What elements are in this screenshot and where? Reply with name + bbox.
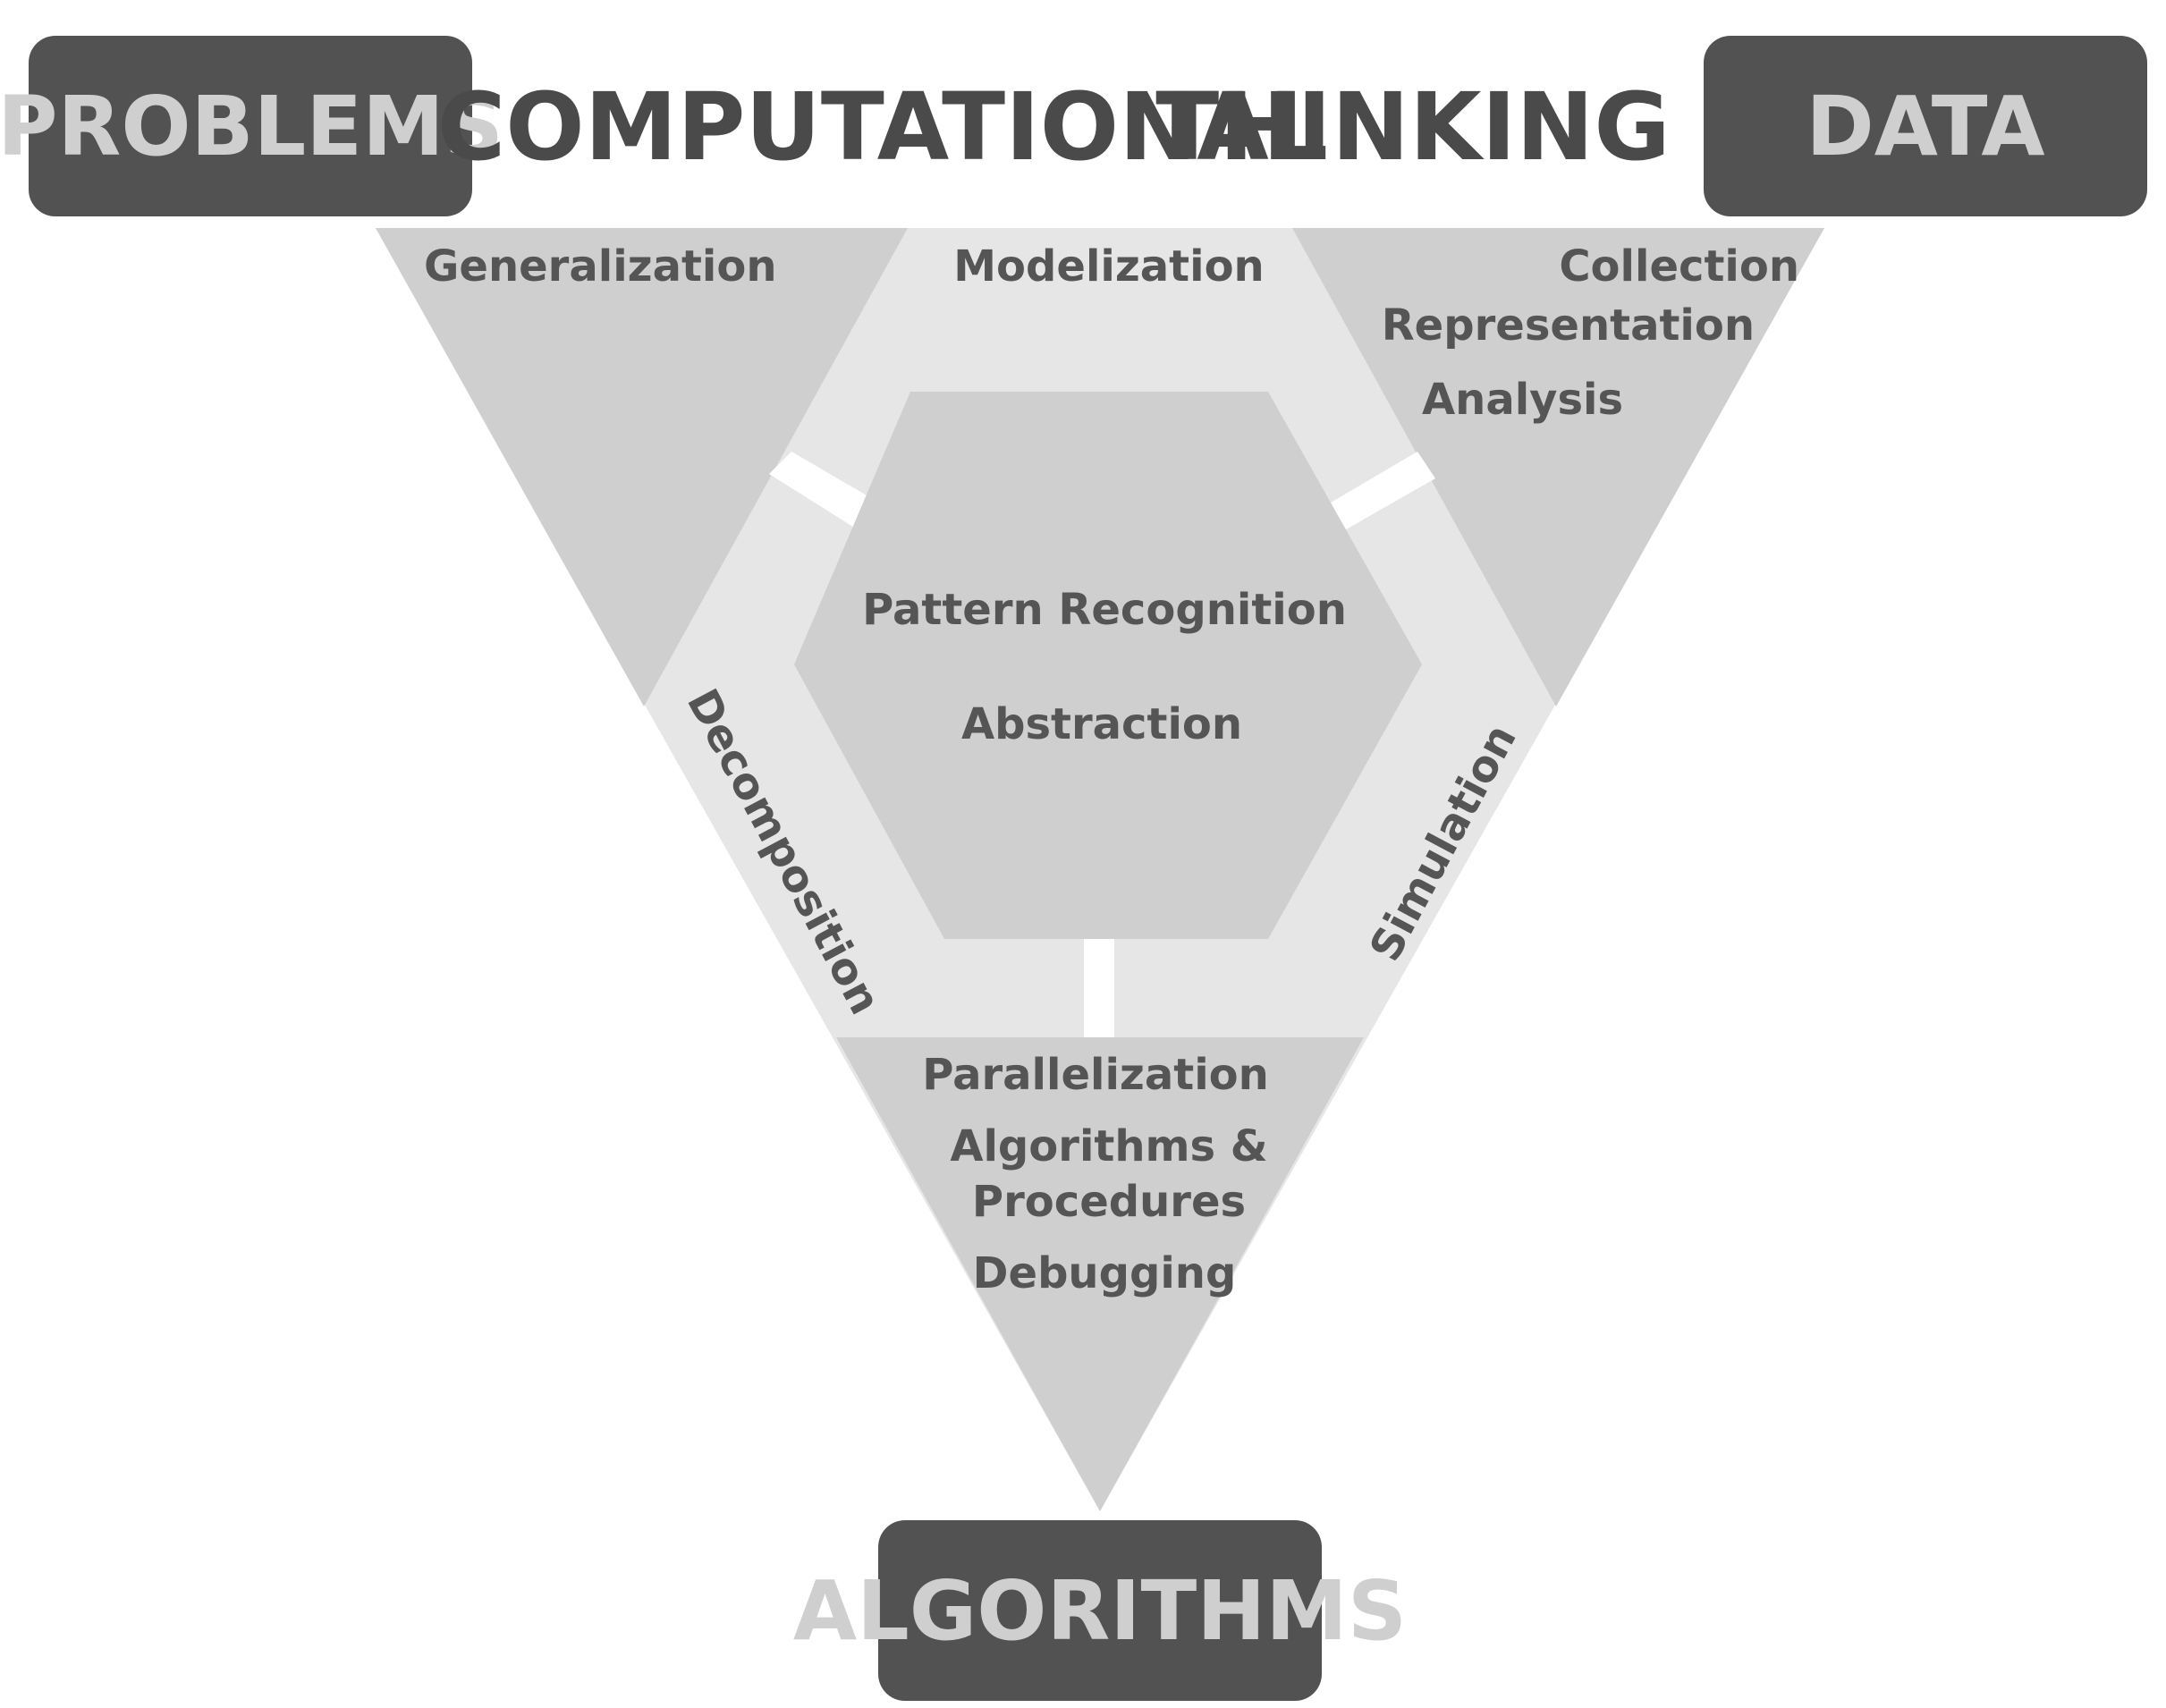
connector-right [1326,452,1435,532]
algorithms-box [878,1520,1322,1701]
data-label: DATA [1806,79,2044,174]
analysis-label: Analysis [1422,375,1623,425]
parallelization-label: Parallelization [922,1050,1269,1100]
algorithms-corner-region [836,1037,1364,1511]
abstraction-label: Abstraction [961,699,1242,749]
problems-corner-region [376,228,908,706]
algorithms-label: ALGORITHMS [793,1563,1407,1659]
debugging-label: Debugging [973,1248,1237,1298]
connector-bottom [1084,939,1114,1037]
modelization-label: Modelization [953,241,1264,292]
data-box [1704,36,2147,216]
collection-label: Collection [1559,241,1799,292]
data-corner-region [1292,228,1824,706]
algorithms-procedures-label-line1: Algorithms & [950,1121,1267,1171]
title-word-thinking: THINKING [1155,72,1670,182]
problems-box [29,36,472,216]
algorithms-procedures-label-line2: Procedures [972,1177,1246,1227]
generalization-label: Generalization [424,241,777,292]
problems-label: PROBLEMS [0,79,503,174]
pattern-recognition-label: Pattern Recognition [862,585,1347,635]
connector-left [769,452,884,535]
center-hexagon [794,392,1422,939]
title-word-computational: COMPUTATIONAL [437,72,1328,182]
representation-label: Representation [1382,300,1755,351]
